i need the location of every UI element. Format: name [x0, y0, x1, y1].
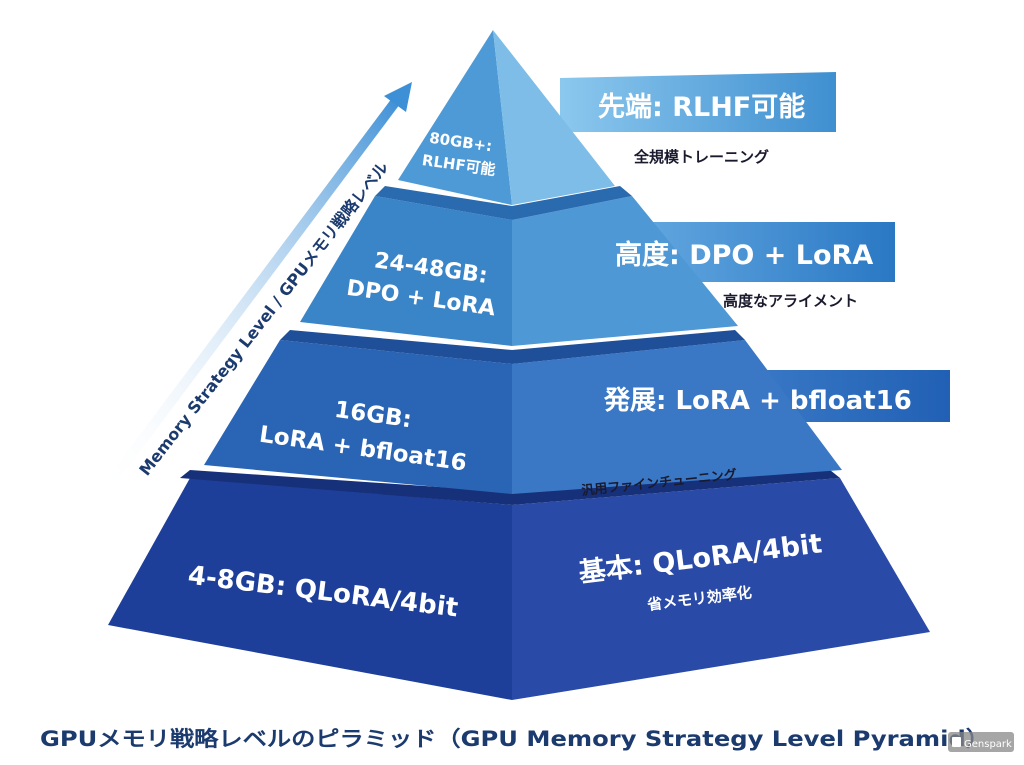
tier-2	[300, 186, 738, 346]
watermark: Genspark	[948, 732, 1014, 752]
tier-1	[398, 30, 615, 205]
tier1-subtitle: 全規模トレーニング	[633, 148, 769, 166]
tier2-banner: 高度: DPO + LoRA	[615, 239, 873, 271]
watermark-text: Genspark	[964, 739, 1012, 750]
genspark-logo-icon	[952, 737, 961, 747]
tier-3	[204, 330, 842, 494]
tier2-subtitle: 高度なアライメント	[723, 292, 858, 310]
diagram-title: GPUメモリ戦略レベルのピラミッド（GPU Memory Strategy Le…	[40, 727, 990, 751]
tier3-banner: 発展: LoRA + bfloat16	[603, 386, 912, 416]
tier-4	[108, 470, 930, 700]
arrow-head-icon	[384, 82, 412, 112]
tier1-banner: 先端: RLHF可能	[598, 91, 805, 123]
tier1-banner-bg	[560, 72, 836, 132]
